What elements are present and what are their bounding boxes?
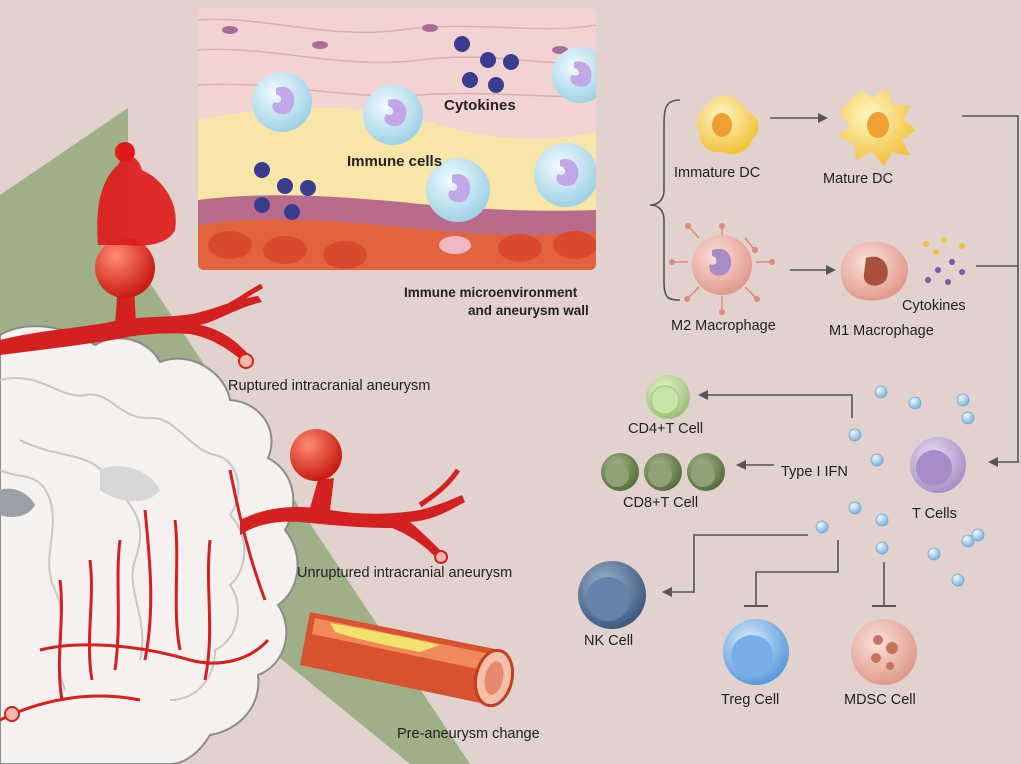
immature-dc-cell xyxy=(696,95,759,155)
dc-to-tcells-connector xyxy=(962,115,1019,467)
to-nk-arrow xyxy=(662,534,808,597)
unruptured-aneurysm-vessel xyxy=(240,429,465,564)
mdsc-cell xyxy=(851,619,917,685)
cd8-t-cells xyxy=(601,453,725,491)
mdsc-cell-label: MDSC Cell xyxy=(844,692,916,708)
pre-aneurysm-vessel xyxy=(300,612,515,708)
cd8-t-cell-label: CD8+T Cell xyxy=(623,495,699,511)
mature-dc-cell xyxy=(838,88,916,166)
t-cells-label: T Cells xyxy=(912,506,957,522)
t-cell-signal-dots xyxy=(815,385,985,587)
nk-cell-label: NK Cell xyxy=(584,633,634,649)
unruptured-aneurysm-label: Unruptured intracranial aneurysm xyxy=(297,565,513,581)
ruptured-aneurysm-label: Ruptured intracranial aneurysm xyxy=(228,378,431,394)
type-i-ifn-label: Type I IFN xyxy=(781,464,848,480)
inset-cytokines-label: Cytokines xyxy=(444,97,516,114)
inset-immune-cells-label: Immune cells xyxy=(347,153,443,170)
mature-dc-label: Mature DC xyxy=(823,171,894,187)
pre-aneurysm-label: Pre-aneurysm change xyxy=(397,726,540,742)
treg-inhibit-line xyxy=(755,540,839,606)
inset-caption-line1: Immune microenvironment xyxy=(404,285,578,300)
ruptured-aneurysm-vessel xyxy=(0,142,264,369)
cd4-t-cell-label: CD4+T Cell xyxy=(628,421,704,437)
m1-macrophage-label: M1 Macrophage xyxy=(829,323,934,339)
to-cd4-arrow xyxy=(698,390,853,418)
m2-macrophage-cell xyxy=(669,223,775,315)
nk-cell xyxy=(578,561,646,629)
treg-cell xyxy=(723,619,789,685)
treg-cell-label: Treg Cell xyxy=(721,692,780,708)
brain-illustration xyxy=(0,325,299,764)
t-cells-main xyxy=(910,437,966,493)
m1-macrophage-cell xyxy=(840,241,909,301)
m2-macrophage-label: M2 Macrophage xyxy=(671,318,776,334)
dc-macrophage-brace xyxy=(649,99,681,301)
cd4-t-cell xyxy=(646,375,690,419)
macrophage-cytokines-label: Cytokines xyxy=(902,298,966,314)
inset-caption-line2: and aneurysm wall xyxy=(468,303,589,318)
inset-illustration xyxy=(198,8,596,270)
m1-cytokine-dots xyxy=(923,237,965,285)
immature-dc-label: Immature DC xyxy=(674,165,761,181)
